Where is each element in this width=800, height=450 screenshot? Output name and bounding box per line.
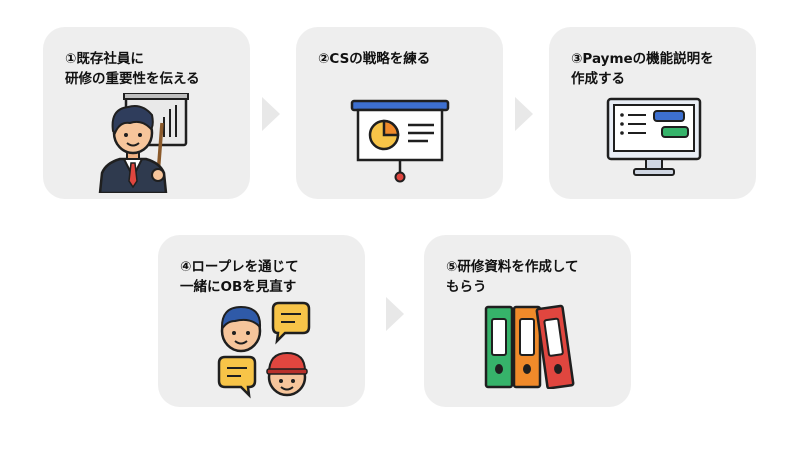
step-1-label: ①既存社員に 研修の重要性を伝える bbox=[65, 51, 200, 87]
step-card-1: ①既存社員に 研修の重要性を伝える bbox=[43, 27, 250, 199]
flow-arrow-3 bbox=[386, 297, 404, 331]
step-4-label: ④ロープレを通じて 一緒にOBを見直す bbox=[180, 259, 299, 295]
step-card-3: ③Paymeの機能説明を 作成する bbox=[549, 27, 756, 199]
step-card-4: ④ロープレを通じて 一緒にOBを見直す bbox=[158, 235, 365, 407]
step-2-label: ②CSの戦略を練る bbox=[318, 51, 431, 67]
roleplay-people-chat-icon bbox=[217, 301, 311, 399]
step-card-5: ⑤研修資料を作成して もらう bbox=[424, 235, 631, 407]
monitor-chat-icon bbox=[606, 97, 702, 176]
step-card-2: ②CSの戦略を練る bbox=[296, 27, 503, 199]
step-5-label: ⑤研修資料を作成して もらう bbox=[446, 259, 579, 295]
binders-icon bbox=[484, 304, 575, 389]
flow-arrow-2 bbox=[515, 97, 533, 131]
step-3-label: ③Paymeの機能説明を 作成する bbox=[571, 51, 714, 87]
flow-arrow-1 bbox=[262, 97, 280, 131]
presenter-with-board-icon bbox=[98, 93, 189, 193]
presentation-pie-chart-icon bbox=[350, 99, 450, 183]
